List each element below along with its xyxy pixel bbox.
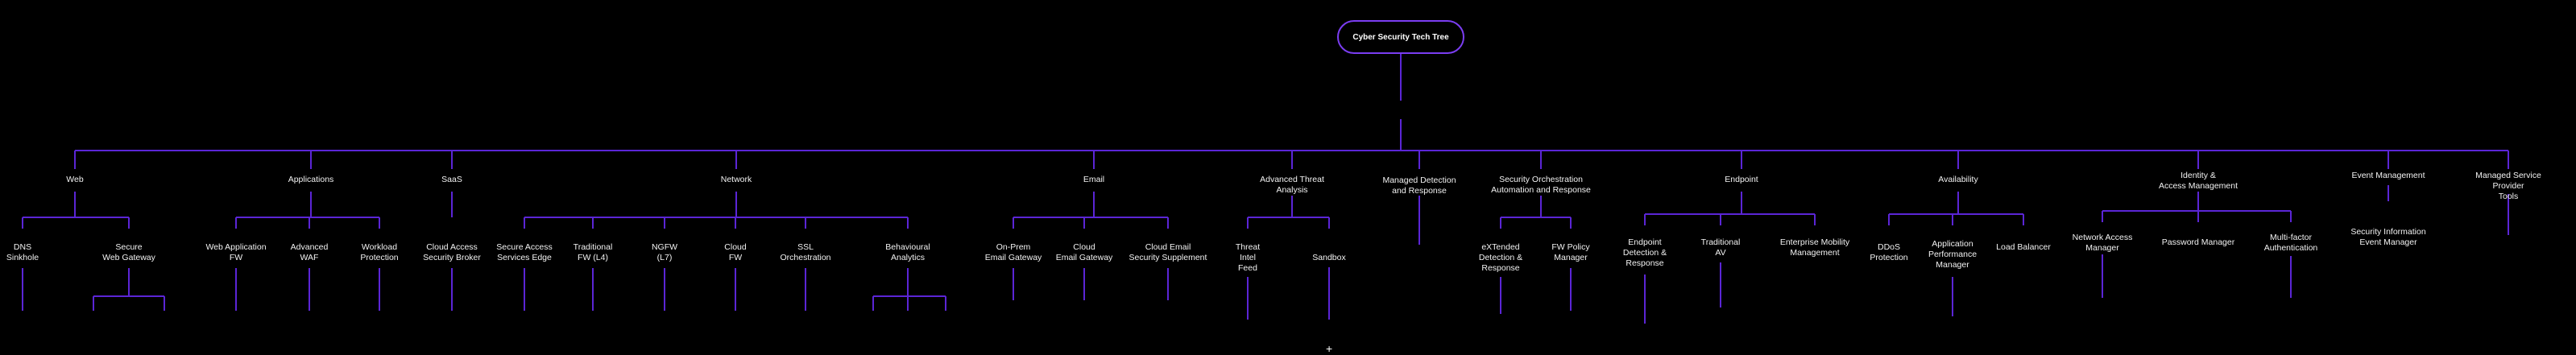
category-node[interactable]: Advanced Threat Analysis	[1260, 175, 1324, 195]
category-node[interactable]: Endpoint	[1725, 175, 1758, 184]
root-node[interactable]: Cyber Security Tech Tree	[1337, 20, 1464, 54]
category-node[interactable]: SaaS	[441, 175, 462, 184]
leaf-node[interactable]: Behavioural Analytics	[885, 242, 930, 262]
leaf-node[interactable]: Network Access Manager	[2072, 233, 2133, 253]
leaf-node[interactable]: Traditional FW (L4)	[573, 242, 613, 262]
category-node[interactable]: Availability	[1938, 175, 1978, 184]
leaf-node[interactable]: Advanced WAF	[290, 242, 329, 262]
leaf-node[interactable]: Secure Access Services Edge	[496, 242, 553, 262]
leaf-node[interactable]: DDoS Protection	[1870, 242, 1908, 262]
category-node[interactable]: Event Management	[2351, 171, 2425, 180]
leaf-node[interactable]: On-Prem Email Gateway	[984, 242, 1042, 262]
category-node[interactable]: Managed Service Provider Tools	[2475, 171, 2541, 201]
leaf-node[interactable]: Secure Web Gateway	[102, 242, 155, 262]
leaf-node[interactable]: Cloud Access Security Broker	[423, 242, 481, 262]
leaf-node[interactable]: Cloud Email Security Supplement	[1129, 242, 1207, 262]
category-node[interactable]: Applications	[288, 175, 334, 184]
leaf-node[interactable]: SSL Orchestration	[780, 242, 831, 262]
category-node[interactable]: Email	[1083, 175, 1105, 184]
leaf-node[interactable]: Enterprise Mobility Management	[1779, 237, 1850, 258]
leaf-node[interactable]: Endpoint Detection & Response	[1622, 237, 1667, 268]
leaf-node[interactable]: Cloud FW	[724, 242, 747, 262]
leaf-node[interactable]: Password Manager	[2161, 237, 2235, 247]
category-node[interactable]: Network	[720, 175, 752, 184]
leaf-node[interactable]: Sandbox	[1312, 253, 1346, 262]
leaf-node[interactable]: Web Application FW	[205, 242, 267, 262]
leaf-node[interactable]: Load Balancer	[1996, 242, 2051, 252]
leaf-node[interactable]: FW Policy Manager	[1551, 242, 1590, 262]
leaf-node[interactable]: Cloud Email Gateway	[1055, 242, 1113, 262]
leaf-node[interactable]: DNS Sinkhole	[6, 242, 39, 262]
root-title: Cyber Security Tech Tree	[1352, 32, 1449, 42]
add-icon[interactable]: +	[1326, 342, 1333, 355]
category-node[interactable]: Managed Detection and Response	[1382, 175, 1456, 196]
category-node[interactable]: Security Orchestration Automation and Re…	[1491, 175, 1591, 195]
leaf-node[interactable]: Threat Intel Feed	[1235, 242, 1261, 273]
leaf-node[interactable]: Multi-factor Authentication	[2263, 233, 2318, 253]
leaf-node[interactable]: Application Performance Manager	[1928, 239, 1978, 270]
leaf-node[interactable]: Traditional AV	[1700, 237, 1741, 258]
leaf-node[interactable]: eXTended Detection & Response	[1478, 242, 1523, 273]
category-node[interactable]: Identity & Access Management	[2158, 171, 2238, 191]
category-node[interactable]: Web	[66, 175, 84, 184]
leaf-node[interactable]: NGFW (L7)	[651, 242, 678, 262]
leaf-node[interactable]: Security Information Event Manager	[2350, 227, 2426, 247]
leaf-node[interactable]: Workload Protection	[360, 242, 399, 262]
